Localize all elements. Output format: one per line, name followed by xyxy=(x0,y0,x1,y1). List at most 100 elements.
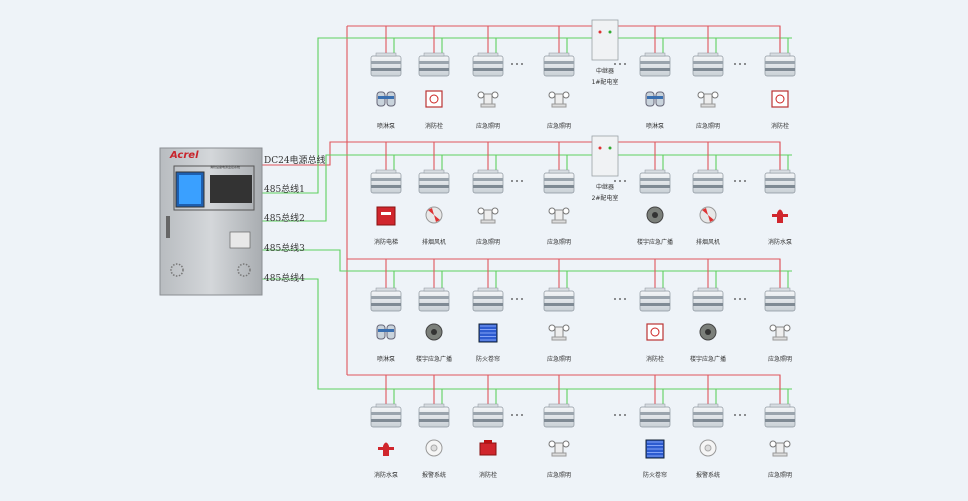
device-label: 应急照明 xyxy=(475,123,501,130)
device-label: 楼宇应急广播 xyxy=(636,239,674,246)
device-label: 排烟风机 xyxy=(695,239,721,246)
power-branch-line xyxy=(347,141,781,170)
power-monitor-module[interactable] xyxy=(543,403,575,428)
pump-icon xyxy=(645,91,665,107)
power-monitor-module[interactable] xyxy=(418,52,450,77)
power-monitor-module[interactable] xyxy=(543,52,575,77)
controller-screen-title: 消防设备电源监控系统 xyxy=(210,165,241,169)
emergency-light-icon xyxy=(477,91,499,108)
ellipsis-dot xyxy=(521,180,523,182)
elevator-icon xyxy=(376,206,396,226)
hydrant-box-icon xyxy=(646,323,664,341)
device-label: 楼宇应急广播 xyxy=(415,356,453,363)
power-monitor-module[interactable] xyxy=(764,403,796,428)
fan-icon xyxy=(699,206,717,224)
pump-icon xyxy=(376,91,396,107)
power-monitor-module[interactable] xyxy=(639,169,671,194)
device-label: 报警系统 xyxy=(421,472,447,479)
fire-pump-icon xyxy=(378,442,394,456)
ellipsis-dot xyxy=(614,180,616,182)
hydrant-red-icon xyxy=(479,440,497,456)
power-monitor-module[interactable] xyxy=(764,287,796,312)
dc24-bus-label: DC24电源总线 xyxy=(264,156,326,166)
power-monitor-module[interactable] xyxy=(472,403,504,428)
power-monitor-module[interactable] xyxy=(418,287,450,312)
power-monitor-module[interactable] xyxy=(472,169,504,194)
keypad xyxy=(210,175,252,203)
bus-485-3-label: 485总线3 xyxy=(264,244,305,254)
device-layer xyxy=(370,19,796,459)
device-label: 应急照明 xyxy=(546,472,572,479)
emergency-light-icon xyxy=(548,207,570,224)
ellipsis-dot xyxy=(734,298,736,300)
ellipsis-dot xyxy=(511,414,513,416)
repeater-cabinet[interactable] xyxy=(591,19,619,61)
speaker-icon xyxy=(646,206,664,224)
repeater-label: 1#配电室 xyxy=(591,79,619,86)
device-label: 消防栓 xyxy=(424,123,444,130)
ellipsis-dot xyxy=(739,298,741,300)
power-monitor-module[interactable] xyxy=(370,52,402,77)
ellipsis-dot xyxy=(624,180,626,182)
emergency-light-icon xyxy=(548,324,570,341)
door-handle-icon xyxy=(166,216,170,238)
power-branch-line xyxy=(347,25,781,53)
power-monitor-module[interactable] xyxy=(692,403,724,428)
pump-icon xyxy=(376,324,396,340)
monitoring-controller[interactable] xyxy=(159,147,263,296)
power-monitor-module[interactable] xyxy=(764,169,796,194)
power-monitor-module[interactable] xyxy=(370,403,402,428)
power-monitor-module[interactable] xyxy=(418,403,450,428)
ellipsis-dot xyxy=(614,298,616,300)
ellipsis-dot xyxy=(619,414,621,416)
power-monitor-module[interactable] xyxy=(692,287,724,312)
bus-485-1-line xyxy=(262,37,340,194)
device-label: 应急照明 xyxy=(767,472,793,479)
power-monitor-module[interactable] xyxy=(370,169,402,194)
device-label: 消防电梯 xyxy=(373,239,399,246)
device-label: 防火卷帘 xyxy=(475,356,501,363)
shutter-icon xyxy=(478,323,498,343)
power-monitor-module[interactable] xyxy=(472,287,504,312)
device-label: 应急照明 xyxy=(767,356,793,363)
emergency-light-icon xyxy=(477,207,499,224)
power-monitor-module[interactable] xyxy=(639,403,671,428)
ellipsis-dot xyxy=(516,414,518,416)
speaker-icon xyxy=(699,323,717,341)
device-label: 消防栓 xyxy=(478,472,498,479)
ellipsis-dot xyxy=(511,298,513,300)
device-label: 防火卷帘 xyxy=(642,472,668,479)
power-monitor-module[interactable] xyxy=(543,287,575,312)
repeater-cabinet[interactable] xyxy=(591,135,619,177)
power-monitor-module[interactable] xyxy=(639,287,671,312)
bus-lines xyxy=(262,25,792,407)
power-monitor-module[interactable] xyxy=(418,169,450,194)
device-label: 楼宇应急广播 xyxy=(689,356,727,363)
power-monitor-module[interactable] xyxy=(692,169,724,194)
device-label: 消防水泵 xyxy=(373,472,399,479)
ellipsis-dot xyxy=(734,414,736,416)
bus-485-2-line xyxy=(262,154,340,222)
speaker-grille-icon xyxy=(170,263,184,277)
dc24-trunk-line xyxy=(262,141,347,166)
bus-485-1-label: 485总线1 xyxy=(264,185,305,195)
power-monitor-module[interactable] xyxy=(543,169,575,194)
alarm-icon xyxy=(699,439,717,457)
device-label: 应急照明 xyxy=(546,356,572,363)
power-monitor-module[interactable] xyxy=(692,52,724,77)
power-monitor-module[interactable] xyxy=(370,287,402,312)
emergency-light-icon xyxy=(769,440,791,457)
emergency-light-icon xyxy=(769,324,791,341)
ellipsis-dot xyxy=(624,414,626,416)
speaker-icon xyxy=(425,323,443,341)
power-branch-line xyxy=(347,258,781,288)
device-label: 喷淋泵 xyxy=(376,123,396,130)
power-monitor-module[interactable] xyxy=(639,52,671,77)
printer-slot xyxy=(229,231,251,249)
power-monitor-module[interactable] xyxy=(472,52,504,77)
power-monitor-module[interactable] xyxy=(764,52,796,77)
ellipsis-dot xyxy=(521,63,523,65)
device-label: 应急照明 xyxy=(475,239,501,246)
ellipsis-dot xyxy=(619,298,621,300)
